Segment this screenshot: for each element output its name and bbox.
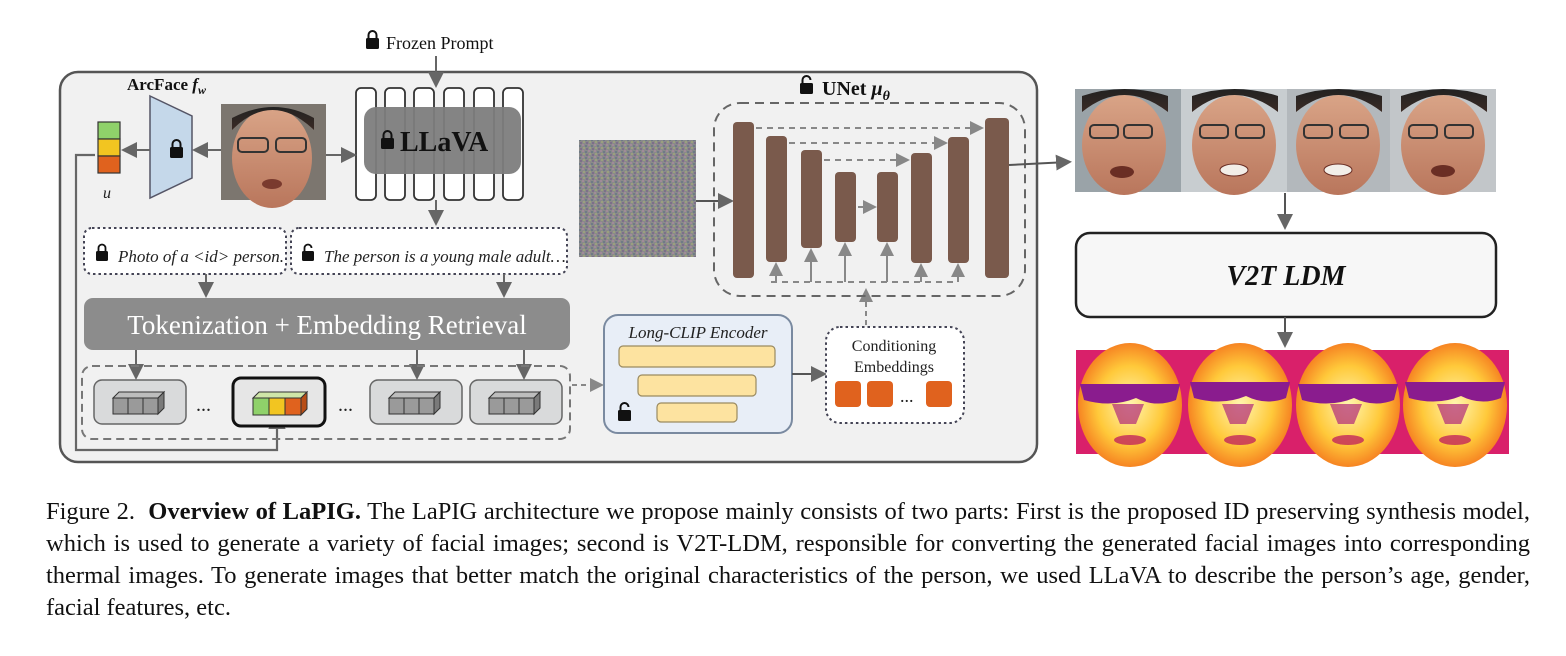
figure-caption: Figure 2. Overview of LaPIG. The LaPIG a…: [46, 496, 1530, 624]
token-row-group: [81, 365, 571, 440]
frozen-prompt-box: Photo of a <id> person.: [83, 227, 287, 275]
svg-text:UNet μθ: UNet μθ: [822, 78, 891, 104]
svg-text:ArcFace fw: ArcFace fw: [127, 75, 207, 97]
generated-face-images: [1075, 89, 1496, 195]
svg-text:Photo of a <id> person.: Photo of a <id> person.: [117, 247, 284, 266]
unlock-icon: [302, 243, 314, 261]
thermal-images: [1076, 343, 1509, 467]
ellipsis: ...: [338, 394, 353, 416]
svg-text:Long-CLIP Encoder: Long-CLIP Encoder: [628, 323, 768, 342]
u-label: u: [103, 185, 111, 202]
token-embedding: [93, 379, 187, 425]
noise-latent-image: [579, 140, 696, 257]
svg-text:Tokenization + Embedding Retri: Tokenization + Embedding Retrieval: [127, 310, 526, 340]
token-embedding: [369, 379, 463, 425]
svg-text:The person is a young male adu: The person is a young male adult…: [324, 247, 566, 266]
unet-block: UNet μθ: [713, 75, 1026, 297]
caption-body: The LaPIG architecture we propose mainly…: [46, 498, 1530, 621]
svg-text:Conditioning: Conditioning: [852, 338, 936, 355]
conditioning-embeddings: Conditioning Embeddings ...: [825, 326, 965, 424]
lock-icon: [170, 139, 183, 158]
identity-token-u: u: [97, 121, 121, 202]
v2t-ldm-block: V2T LDM: [1074, 231, 1498, 319]
caption-title: Overview of LaPIG.: [148, 498, 361, 525]
tokenization-block: Tokenization + Embedding Retrieval: [84, 298, 570, 350]
unlock-icon: [618, 402, 631, 421]
description-prompt-box: The person is a young male adult…: [290, 227, 568, 275]
lapig-architecture-diagram: Frozen Prompt LLaVA ArcFace fw: [58, 30, 1509, 467]
lock-icon: [381, 130, 394, 149]
input-face-image: [221, 104, 326, 208]
lock-icon: [96, 243, 108, 261]
svg-text:...: ...: [900, 386, 914, 406]
arcface-encoder: ArcFace fw: [127, 75, 207, 200]
ellipsis: ...: [196, 394, 211, 416]
figure-label: Figure 2.: [46, 498, 135, 525]
unlock-icon: [800, 75, 813, 94]
svg-text:Frozen Prompt: Frozen Prompt: [386, 33, 494, 53]
svg-text:V2T LDM: V2T LDM: [1227, 261, 1347, 292]
long-clip-encoder: Long-CLIP Encoder: [603, 314, 793, 434]
token-embedding: [469, 379, 563, 425]
frozen-prompt-label: Frozen Prompt: [366, 30, 494, 53]
identity-token-embedding: [231, 376, 327, 428]
llava-block: LLaVA: [355, 87, 524, 201]
svg-text:Embeddings: Embeddings: [854, 359, 934, 376]
lock-icon: [366, 30, 379, 49]
llava-label: LLaVA: [400, 127, 489, 158]
